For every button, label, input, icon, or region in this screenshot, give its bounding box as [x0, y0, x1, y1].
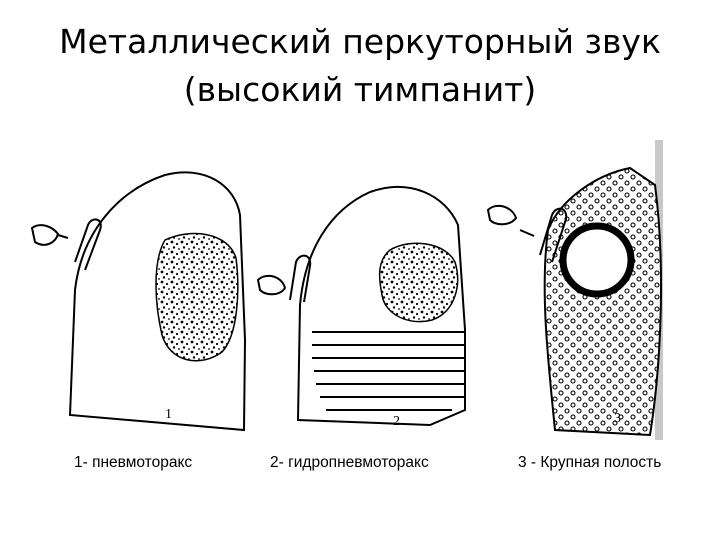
caption-pneumothorax: 1- пневмоторакс — [74, 454, 193, 471]
cavity-ring — [559, 222, 635, 298]
percussion-fingers-icon — [30, 218, 102, 271]
slide-title: Металлический перкуторный звук (высокий … — [0, 18, 720, 114]
air-region-1 — [155, 232, 239, 362]
percussion-fingers-icon — [256, 254, 312, 303]
fluid-level-lines — [312, 331, 465, 411]
panel-2-hydropneumothorax: 2 — [256, 186, 466, 429]
air-region-2 — [378, 242, 459, 323]
figure-number-1: 1 — [165, 407, 172, 422]
panel-1-pneumothorax: 1 — [30, 171, 247, 432]
panel-3-large-cavity: 3 — [486, 140, 663, 440]
title-line-1: Металлический перкуторный звук — [59, 22, 661, 61]
figure-number-2: 2 — [393, 414, 400, 429]
figure-number-3: 3 — [614, 411, 621, 426]
caption-large-cavity: 3 - Крупная полость — [518, 454, 662, 471]
percussion-fingers-icon — [486, 204, 568, 263]
title-line-2: (высокий тимпанит) — [183, 70, 537, 109]
caption-hydropneumothorax: 2- гидропневмоторакс — [270, 454, 429, 471]
